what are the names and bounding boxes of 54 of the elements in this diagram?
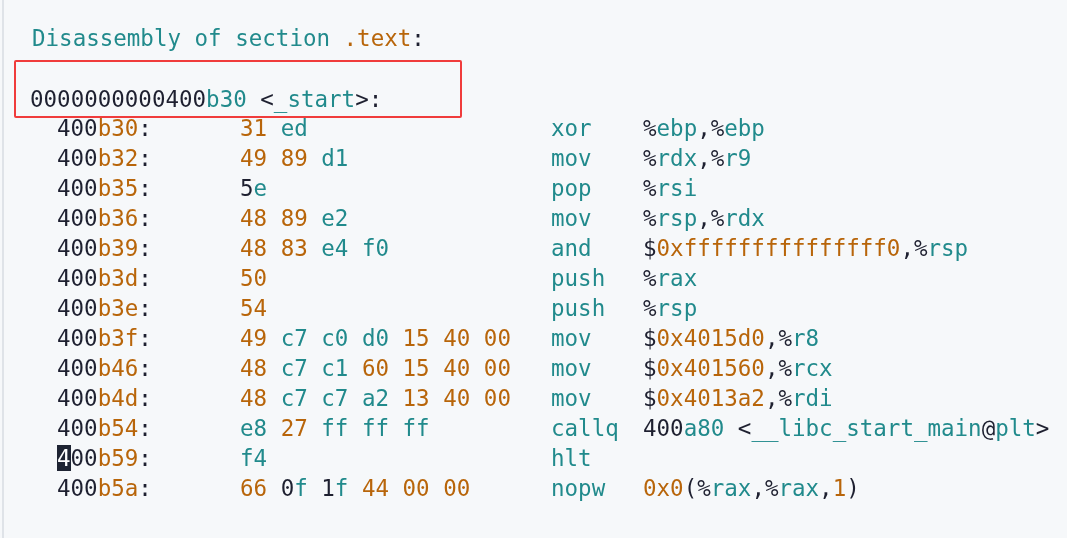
function-label: 0000000000400b30 <_start>: [30, 85, 383, 114]
operands: $0x401560,%rcx [643, 354, 833, 383]
operands: 0x0(%rax,%rax,1) [643, 474, 860, 503]
operands: %rsi [643, 174, 698, 203]
highlight-frame [14, 60, 462, 118]
operands: $0x4015d0,%r8 [643, 324, 820, 353]
operands: $0x4013a2,%rdi [643, 384, 833, 413]
mnemonic: xor [551, 114, 592, 143]
opcode-bytes: 54 [240, 294, 268, 323]
opcode-bytes: 48 89 e2 [240, 204, 349, 233]
mnemonic: mov [551, 384, 592, 413]
mnemonic: pop [551, 174, 592, 203]
mnemonic: mov [551, 144, 592, 173]
opcode-bytes: e8 27 ff ff ff [240, 414, 430, 443]
mnemonic: callq [551, 414, 619, 443]
operands: %ebp,%ebp [643, 114, 765, 143]
operands: %rsp,%rdx [643, 204, 765, 233]
mnemonic: mov [551, 204, 592, 233]
opcode-bytes: 49 89 d1 [240, 144, 349, 173]
address: 400b59: [57, 444, 152, 473]
opcode-bytes: 48 83 e4 f0 [240, 234, 389, 263]
operands: %rdx,%r9 [643, 144, 752, 173]
operands: %rsp [643, 294, 698, 323]
address: 400b46: [57, 354, 152, 383]
mnemonic: and [551, 234, 592, 263]
address: 400b3e: [57, 294, 152, 323]
mnemonic: mov [551, 354, 592, 383]
address: 400b54: [57, 414, 152, 443]
operands: %rax [643, 264, 698, 293]
mnemonic: nopw [551, 474, 606, 503]
opcode-bytes: 48 c7 c1 60 15 40 00 [240, 354, 511, 383]
opcode-bytes: 31 ed [240, 114, 308, 143]
mnemonic: mov [551, 324, 592, 353]
address: 400b39: [57, 234, 152, 263]
address: 400b4d: [57, 384, 152, 413]
operands: $0xfffffffffffffff0,%rsp [643, 234, 969, 263]
opcode-bytes: 66 0f 1f 44 00 00 [240, 474, 471, 503]
operands: 400a80 <__libc_start_main@plt> [643, 414, 1050, 443]
opcode-bytes: 5e [240, 174, 268, 203]
address: 400b30: [57, 114, 152, 143]
address: 400b5a: [57, 474, 152, 503]
mnemonic: push [551, 294, 606, 323]
section-heading: Disassembly of section .text: [32, 24, 425, 53]
mnemonic: push [551, 264, 606, 293]
opcode-bytes: 49 c7 c0 d0 15 40 00 [240, 324, 511, 353]
address: 400b32: [57, 144, 152, 173]
mnemonic: hlt [551, 444, 592, 473]
opcode-bytes: 48 c7 c7 a2 13 40 00 [240, 384, 511, 413]
opcode-bytes: 50 [240, 264, 268, 293]
address: 400b3f: [57, 324, 152, 353]
address: 400b36: [57, 204, 152, 233]
address: 400b3d: [57, 264, 152, 293]
address: 400b35: [57, 174, 152, 203]
opcode-bytes: f4 [240, 444, 268, 473]
